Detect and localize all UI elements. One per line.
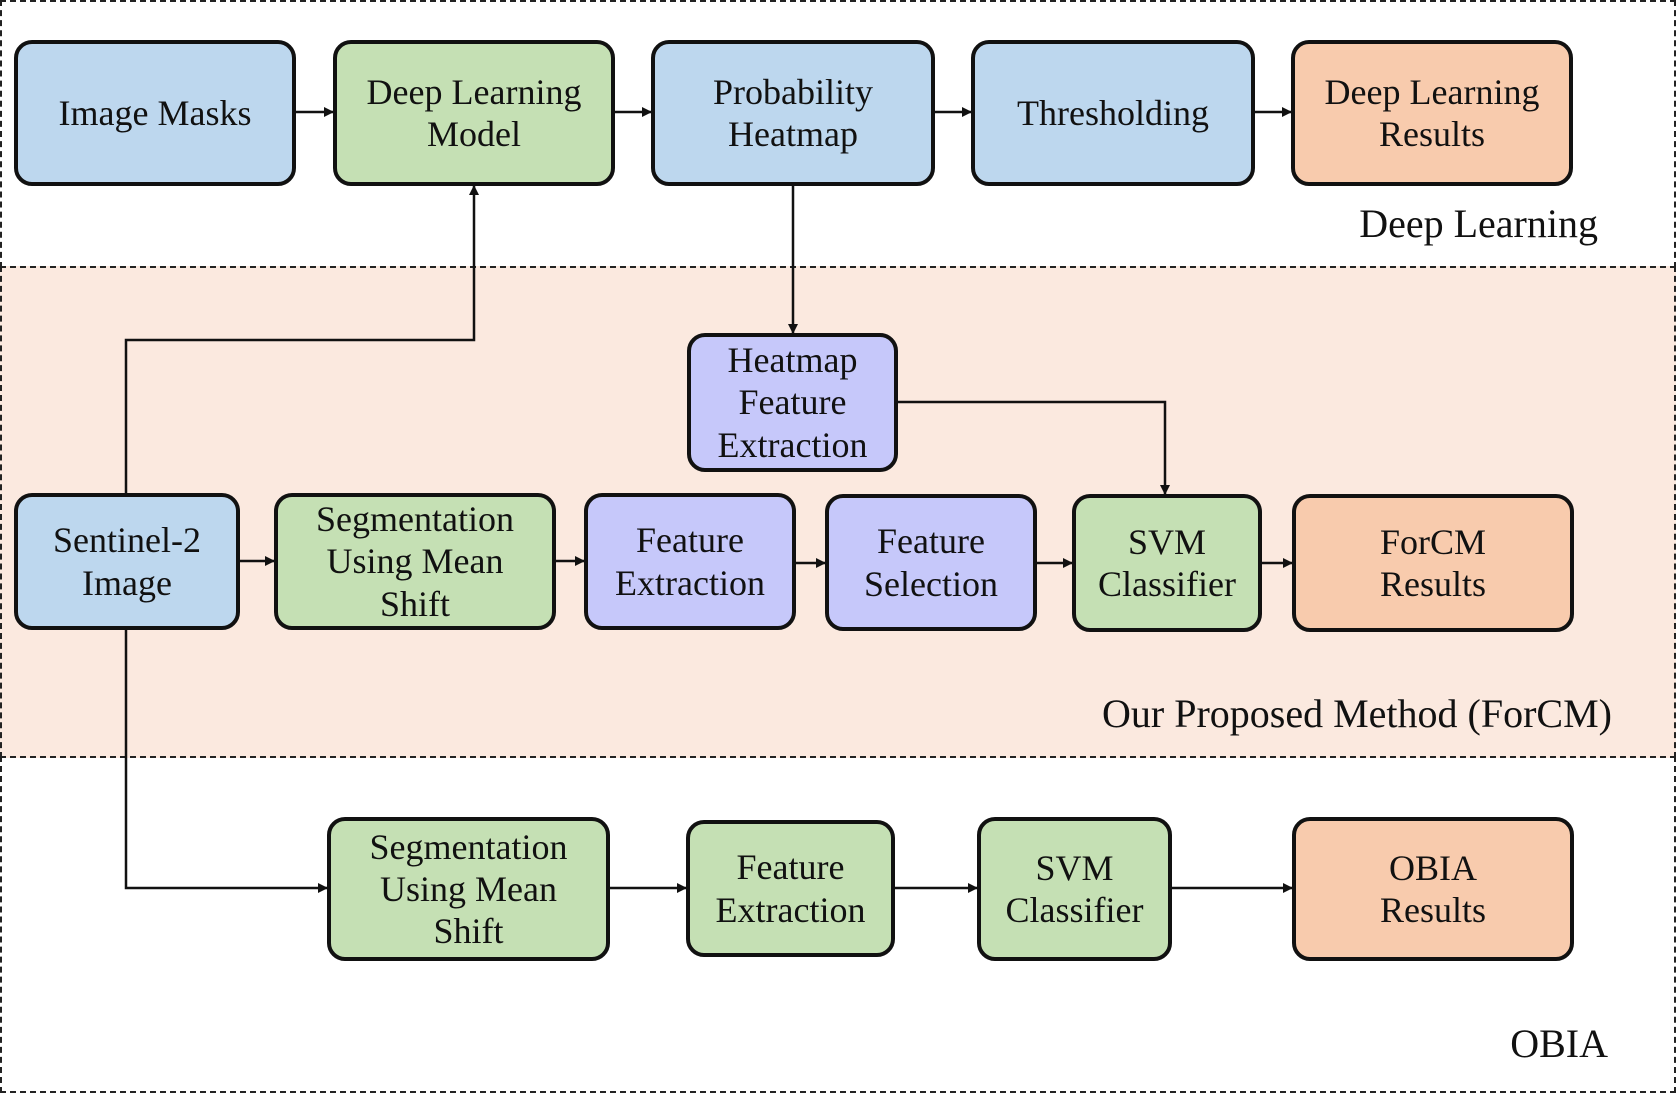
image-masks-box: Image Masks: [14, 40, 296, 186]
thresholding-box: Thresholding: [971, 40, 1255, 186]
forcm-feature-extraction-box: Feature Extraction: [584, 493, 796, 630]
heatmap-feature-extraction-box: Heatmap Feature Extraction: [687, 333, 898, 472]
arrow-sentinel-to-obia-seg: [124, 630, 328, 893]
forcm-svm-box: SVM Classifier: [1072, 494, 1262, 632]
forcm-svm-label: SVM Classifier: [1098, 521, 1236, 604]
forcm-feature-extraction-label: Feature Extraction: [615, 520, 765, 603]
deep-learning-results-box: Deep Learning Results: [1291, 40, 1573, 186]
probability-heatmap-label: Probability Heatmap: [713, 71, 873, 154]
forcm-feature-selection-box: Feature Selection: [825, 494, 1037, 631]
obia-feature-extraction-label: Feature Extraction: [715, 847, 866, 930]
sentinel-image-label: Sentinel-2 Image: [53, 520, 201, 603]
obia-feature-extraction-box: Feature Extraction: [686, 820, 895, 957]
sentinel-image-box: Sentinel-2 Image: [14, 493, 240, 630]
obia-svm-label: SVM Classifier: [1005, 847, 1144, 930]
forcm-results-box: ForCM Results: [1292, 494, 1574, 632]
obia-results-label: OBIA Results: [1379, 847, 1486, 930]
forcm-feature-selection-label: Feature Selection: [864, 521, 998, 604]
obia-region-label: OBIA: [1510, 1021, 1608, 1066]
deep-learning-model-label: Deep Learning Model: [366, 71, 582, 154]
obia-segmentation-box: Segmentation Using Mean Shift: [327, 817, 610, 961]
obia-region: [0, 756, 1676, 1093]
image-masks-label: Image Masks: [58, 92, 252, 133]
obia-svm-box: SVM Classifier: [977, 817, 1172, 961]
arrow-sentinel-to-model: [124, 185, 479, 493]
thresholding-label: Thresholding: [1017, 92, 1209, 133]
deep-learning-results-label: Deep Learning Results: [1324, 71, 1540, 154]
deep-learning-region-label: Deep Learning: [1359, 201, 1598, 246]
forcm-region-label: Our Proposed Method (ForCM): [1102, 691, 1612, 736]
forcm-segmentation-box: Segmentation Using Mean Shift: [274, 493, 556, 630]
arrow-hfe-to-svm: [897, 400, 1170, 495]
forcm-segmentation-label: Segmentation Using Mean Shift: [316, 499, 514, 624]
heatmap-feature-extraction-label: Heatmap Feature Extraction: [717, 340, 868, 465]
obia-segmentation-label: Segmentation Using Mean Shift: [369, 826, 568, 952]
obia-results-box: OBIA Results: [1292, 817, 1574, 961]
deep-learning-model-box: Deep Learning Model: [333, 40, 615, 186]
probability-heatmap-box: Probability Heatmap: [651, 40, 935, 186]
forcm-results-label: ForCM Results: [1379, 521, 1487, 604]
